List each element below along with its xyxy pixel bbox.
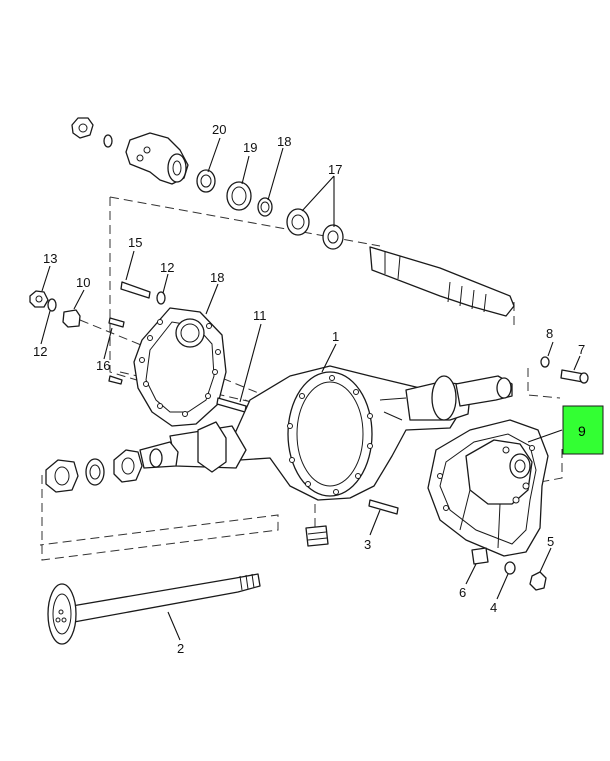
yoke-washer: [103, 134, 113, 148]
callout-3: 3: [364, 537, 371, 552]
washer-4: [504, 561, 516, 575]
left-small-parts: [29, 281, 166, 385]
stud-11: [216, 397, 247, 413]
callout-13: 13: [43, 251, 57, 266]
stud-14: [120, 281, 151, 299]
pinion-shaft: [369, 246, 515, 317]
callout-17: 17: [328, 162, 342, 177]
axle-shaft: [47, 573, 261, 645]
pinion-yoke-assembly: [71, 117, 515, 317]
callout-20: 20: [212, 122, 226, 137]
spindle-nuts: [45, 449, 143, 493]
washer-12-upper: [156, 291, 166, 305]
washer-12-left: [47, 298, 57, 312]
callout-9-highlight[interactable]: 9: [562, 405, 604, 455]
stud-3: [368, 499, 399, 515]
callout-1: 1: [332, 329, 339, 344]
callout-18: 18: [277, 134, 291, 149]
callout-labels: 20 19 18 17 13 12 10 15 12 18 16 11 1 8 …: [33, 122, 585, 656]
breather: [305, 525, 329, 547]
callout-19: 19: [243, 140, 257, 155]
washer-8: [540, 356, 550, 368]
callout-12-left: 12: [33, 344, 47, 359]
callout-14: 15: [128, 235, 142, 250]
callout-12-upper: 12: [160, 260, 174, 275]
highlight-box[interactable]: [562, 405, 604, 455]
callout-7: 7: [578, 342, 585, 357]
callout-5: 5: [547, 534, 554, 549]
pin-15: [108, 317, 125, 328]
callout-2: 2: [177, 641, 184, 656]
callout-9: 9: [578, 423, 586, 439]
callout-6: 6: [459, 585, 466, 600]
callout-10: 10: [76, 275, 90, 290]
callout-4: 4: [490, 600, 497, 615]
axle-housing: [139, 365, 513, 501]
callout-15: 16: [96, 358, 110, 373]
callout-11: 11: [253, 308, 267, 323]
carrier-hardware: [471, 356, 589, 591]
leader-lines: [40, 137, 581, 641]
callout-16: 18: [210, 270, 224, 285]
differential-carrier[interactable]: [427, 419, 549, 557]
bushing-10: [62, 309, 81, 328]
callout-8: 8: [546, 326, 553, 341]
nut-5: [529, 571, 547, 591]
dowel-6: [471, 547, 489, 565]
housing-cover: [133, 307, 227, 427]
